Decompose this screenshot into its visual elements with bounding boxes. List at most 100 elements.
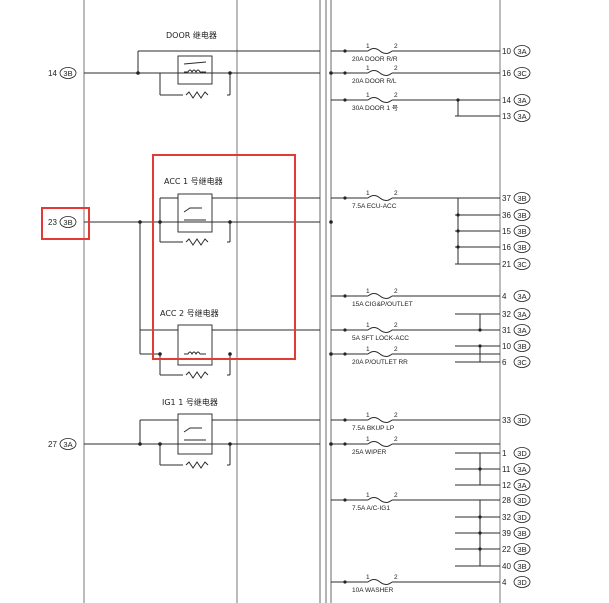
fuse-pin-in: 1 bbox=[366, 322, 370, 329]
connector-id: 3B bbox=[517, 243, 526, 252]
pin-number: 12 bbox=[502, 481, 511, 490]
pin-number: 40 bbox=[502, 562, 511, 571]
connector-id: 3B bbox=[517, 529, 526, 538]
fuse-pin-in: 1 bbox=[366, 92, 370, 99]
connector-id: 3B bbox=[517, 562, 526, 571]
fuse-label: 15A CIG&P/OUTLET bbox=[352, 301, 413, 308]
input-connector-23-3b: 23 3B bbox=[48, 216, 77, 228]
fuse-pin-out: 2 bbox=[394, 346, 398, 353]
output-connector: 16 3B bbox=[455, 241, 531, 253]
fuse-pin-out: 2 bbox=[394, 43, 398, 50]
relay-label: IG1 1 号继电器 bbox=[162, 397, 218, 407]
fuse-label: 7.5A BKUP LP bbox=[352, 425, 394, 432]
highlight-box-acc-relays bbox=[152, 154, 296, 360]
input-connector-27-3a: 27 3A bbox=[48, 438, 77, 450]
pin-number: 14 bbox=[48, 69, 57, 78]
pin-number: 11 bbox=[502, 465, 511, 474]
connector-id: 3B bbox=[63, 69, 72, 78]
fuse: 1 2 20A P/OUTLET RR bbox=[331, 346, 500, 366]
connector-id: 3D bbox=[517, 449, 527, 458]
pin-number: 28 bbox=[502, 496, 511, 505]
connector-id: 3B bbox=[517, 342, 526, 351]
connector-id: 3D bbox=[517, 416, 527, 425]
pin-number: 4 bbox=[502, 292, 507, 301]
fuse-pin-out: 2 bbox=[394, 288, 398, 295]
pin-number: 14 bbox=[502, 96, 511, 105]
relay-label: ACC 1 号继电器 bbox=[164, 176, 223, 186]
pin-number: 15 bbox=[502, 227, 511, 236]
connector-id: 3B bbox=[63, 218, 72, 227]
pin-number: 6 bbox=[502, 358, 507, 367]
fuse-label: 20A P/OUTLET RR bbox=[352, 359, 408, 366]
fuse-label: 20A DOOR R/L bbox=[352, 78, 397, 85]
pin-number: 10 bbox=[502, 47, 511, 56]
pin-number: 16 bbox=[502, 69, 511, 78]
connector-id: 3A bbox=[517, 47, 526, 56]
pin-number: 39 bbox=[502, 529, 511, 538]
fuse-pin-in: 1 bbox=[366, 436, 370, 443]
fuse-pin-in: 1 bbox=[366, 190, 370, 197]
pin-number: 23 bbox=[48, 218, 57, 227]
fuse-pin-in: 1 bbox=[366, 412, 370, 419]
connector-id: 3B bbox=[517, 211, 526, 220]
connector-id: 3B bbox=[517, 194, 526, 203]
pin-number: 22 bbox=[502, 545, 511, 554]
relay-door: DOOR 继电器 bbox=[137, 30, 320, 99]
fuse-pin-in: 1 bbox=[366, 492, 370, 499]
relay-coil-box bbox=[177, 193, 213, 233]
relay-ig1: IG1 1 号继电器 bbox=[139, 397, 320, 469]
output-connector: 1 3D bbox=[455, 447, 531, 459]
fuse-label: 5A SFT LOCK-ACC bbox=[352, 335, 409, 342]
fuse-pin-in: 1 bbox=[366, 346, 370, 353]
fuse: 1 27.5A BKUP LP bbox=[331, 412, 500, 432]
fuse-pin-out: 2 bbox=[394, 412, 398, 419]
pin-number: 32 bbox=[502, 513, 511, 522]
branch-junctions bbox=[456, 98, 482, 566]
connector-id: 3A bbox=[63, 440, 72, 449]
relay-acc1: ACC 1 号继电器 bbox=[159, 176, 320, 246]
fuse-pin-out: 2 bbox=[394, 492, 398, 499]
pin-number: 21 bbox=[502, 260, 511, 269]
output-connector: 39 3B bbox=[455, 527, 531, 539]
pin-number: 27 bbox=[48, 440, 57, 449]
fuse-pin-out: 2 bbox=[394, 574, 398, 581]
connector-id: 3C bbox=[517, 358, 527, 367]
pin-number: 4 bbox=[502, 578, 507, 587]
output-connector: 40 3B bbox=[455, 560, 531, 572]
connector-id: 3A bbox=[517, 310, 526, 319]
output-connector: 10 3A bbox=[455, 45, 531, 57]
relay-label: DOOR 继电器 bbox=[166, 30, 217, 40]
fuse-pin-out: 2 bbox=[394, 65, 398, 72]
pin-number: 31 bbox=[502, 326, 511, 335]
relay-label: ACC 2 号继电器 bbox=[160, 308, 219, 318]
relay-coil-box bbox=[177, 413, 213, 455]
fuse: 1 2 20A DOOR R/L bbox=[331, 65, 500, 85]
output-connector: 6 3C bbox=[455, 356, 531, 368]
pin-number: 1 bbox=[502, 449, 507, 458]
fuse-pin-in: 1 bbox=[366, 574, 370, 581]
pin-number: 16 bbox=[502, 243, 511, 252]
pin-number: 32 bbox=[502, 310, 511, 319]
fuse-pin-in: 1 bbox=[366, 65, 370, 72]
connector-id: 3D bbox=[517, 496, 527, 505]
connector-id: 3A bbox=[517, 465, 526, 474]
